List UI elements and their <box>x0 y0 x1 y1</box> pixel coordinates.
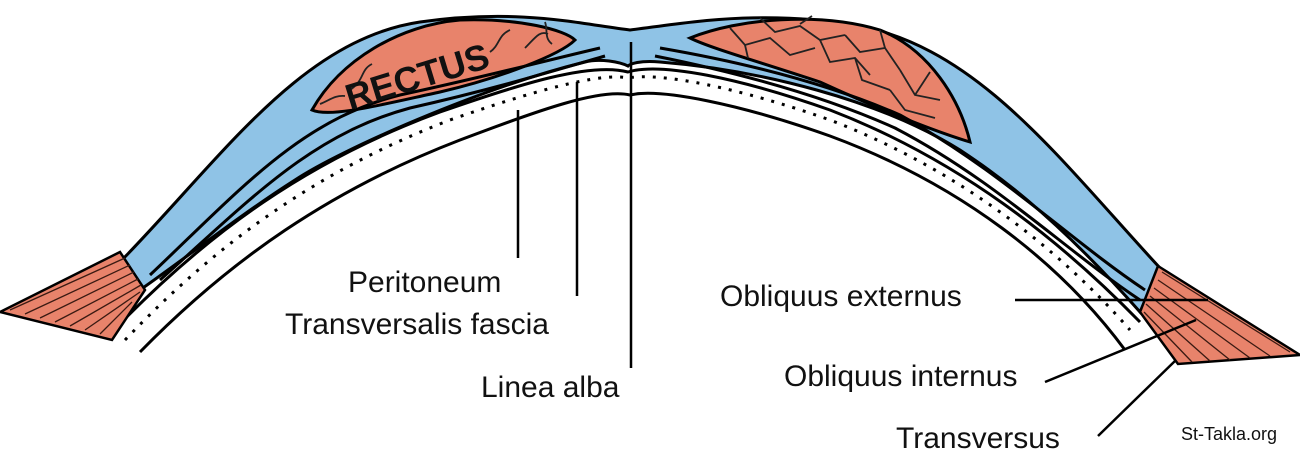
transversus-label: Transversus <box>896 422 1060 450</box>
transversalis-fascia-line <box>123 75 1132 342</box>
right-lateral-fibers <box>1143 271 1291 363</box>
left-muscle-texture <box>319 21 553 105</box>
right-lateral-muscles <box>1138 264 1300 366</box>
watermark: St-Takla.org <box>1181 424 1277 444</box>
peritoneum-label: Peritoneum <box>348 266 501 299</box>
aponeurosis-sheath <box>118 14 1162 315</box>
right-muscle-texture <box>729 15 941 119</box>
transversalis-fascia-label: Transversalis fascia <box>285 308 549 341</box>
obliquus-internus-leader <box>1044 318 1197 384</box>
obliquus-externus-label: Obliquus externus <box>720 280 962 313</box>
linea-alba-label: Linea alba <box>481 371 620 404</box>
fascia-lines <box>148 46 1146 302</box>
left-lateral-muscles <box>0 250 147 342</box>
obliquus-internus-label: Obliquus internus <box>784 360 1017 393</box>
left-lateral-fibers <box>9 257 142 335</box>
right-rectus-muscle <box>686 17 973 145</box>
left-rectus-muscle <box>309 18 578 114</box>
transversus-leader <box>1097 359 1177 437</box>
inner-sheath-line <box>110 67 1142 334</box>
